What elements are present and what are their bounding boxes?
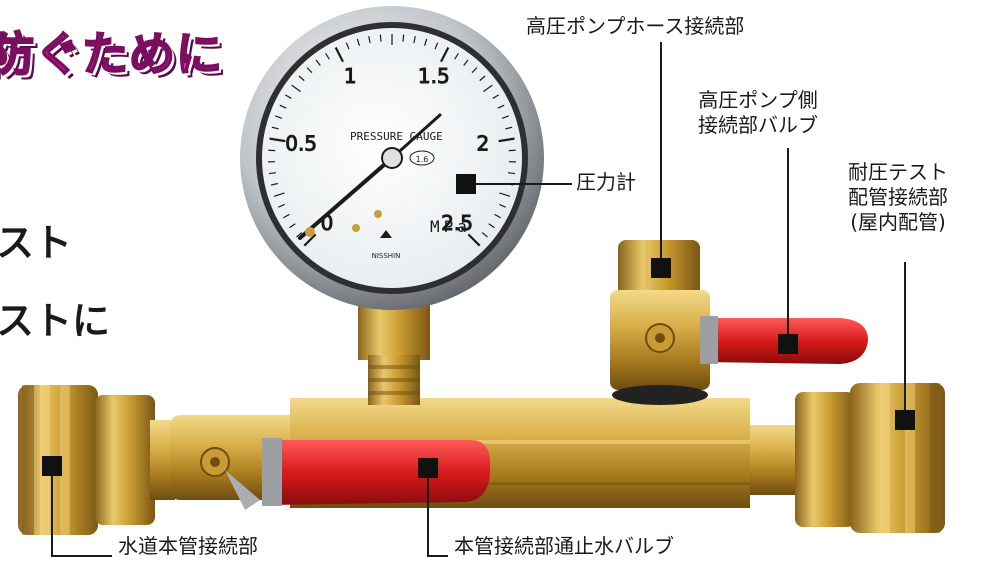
gauge-tick: [283, 213, 290, 219]
gauge-tick: [424, 38, 428, 46]
gauge-tick: [440, 47, 450, 63]
marker-valve: [418, 458, 438, 478]
label-pump-valve: 高圧ポンプ側 接続部バルブ: [698, 88, 818, 138]
gauge-tick: [481, 232, 488, 238]
marker-pump-valve: [778, 334, 798, 354]
gauge-tick: [275, 115, 283, 119]
headline-line-2: ストに: [0, 299, 111, 343]
callout-lines: [51, 42, 906, 557]
gauge-tick: [483, 84, 493, 93]
marker-test: [895, 410, 915, 430]
gauge-needle: [298, 156, 394, 240]
gauge-tick: [497, 104, 505, 109]
gauge-tick: [479, 75, 486, 82]
gauge-tick: [494, 213, 501, 219]
gauge-tick: [289, 223, 296, 229]
label-pump-valve-line-2: 接続部バルブ: [698, 113, 818, 137]
gauge-unit: MPa: [430, 217, 471, 236]
gauge-tick: [298, 75, 305, 82]
banner-heading: 防ぐために: [0, 26, 223, 82]
gauge-tick: [505, 126, 513, 130]
label-hose-connection: 高圧ポンプホース接続部: [526, 14, 745, 39]
gauge-tick: [269, 137, 286, 143]
main-valve-handle: [262, 438, 490, 506]
gauge-tick: [303, 233, 317, 247]
gauge-tick: [492, 94, 500, 99]
label-test-line-2: 配管接続部: [848, 185, 948, 209]
gauge-tick: [413, 36, 416, 44]
gauge-tick: [356, 38, 360, 46]
callout-markers: [42, 174, 915, 478]
gauge-title: PRESSURE GAUGE: [350, 130, 443, 143]
gauge-tick: [334, 47, 344, 63]
gauge-badge: 1.6: [416, 155, 429, 164]
gauge-tick: [499, 192, 511, 197]
gauge-tick: [463, 59, 469, 66]
gauge-tick: [270, 182, 278, 186]
right-fitting: [750, 383, 945, 533]
gauge-tick-label: 2: [477, 132, 490, 156]
marker-main: [42, 456, 62, 476]
gauge-tick: [284, 94, 292, 99]
gauge-tick-label: 1: [344, 64, 357, 88]
gauge-tick: [273, 192, 285, 197]
gauge-tick-label: 0.5: [285, 132, 317, 156]
gauge-tick: [379, 34, 382, 42]
gauge-tick: [271, 126, 279, 130]
gauge-tick: [488, 223, 495, 229]
label-test-line-1: 耐圧テスト: [848, 160, 948, 184]
gauge-tick: [368, 36, 371, 44]
gauge-tick-label: 2.5: [441, 211, 473, 235]
gauge-stem: [358, 300, 430, 405]
gauge-tick: [501, 115, 509, 119]
gauge-tick-label: 1.5: [418, 64, 450, 88]
label-pump-valve-line-1: 高圧ポンプ側: [698, 88, 818, 112]
gauge-tick: [296, 232, 303, 238]
label-main-valve: 本管接続部通止水バルブ: [454, 534, 674, 559]
gauge-tick: [467, 233, 481, 247]
brand-logo-icon: [380, 230, 392, 238]
gauge-tick: [325, 52, 330, 60]
pump-side-valve: [610, 240, 868, 405]
gauge-tick: [268, 172, 276, 175]
gauge-tick: [402, 34, 405, 42]
gauge-brand: NISSHIN: [372, 252, 401, 260]
gauge-tick: [454, 52, 459, 60]
gauge-tick: [277, 203, 285, 208]
gauge-tick: [291, 84, 301, 93]
gauge-tick: [279, 104, 287, 109]
gauge-tick: [315, 59, 321, 66]
headline-line-1: スト: [0, 221, 73, 265]
gauge-tick: [508, 172, 516, 175]
label-main-connection: 水道本管接続部: [118, 534, 258, 559]
left-fitting: [18, 385, 175, 535]
label-test-line-3: (屋内配管): [850, 210, 946, 234]
gauge-tick: [434, 42, 439, 50]
gauge-tick: [345, 42, 350, 50]
label-gauge: 圧力計: [576, 170, 636, 195]
gauge-tick: [499, 203, 507, 208]
gauge-tick: [471, 67, 478, 74]
marker-hose: [651, 258, 671, 278]
gauge-tick: [498, 137, 515, 143]
gauge-tick: [306, 67, 313, 74]
label-test-connection: 耐圧テスト 配管接続部 (屋内配管): [848, 160, 948, 235]
marker-gauge: [456, 174, 476, 194]
